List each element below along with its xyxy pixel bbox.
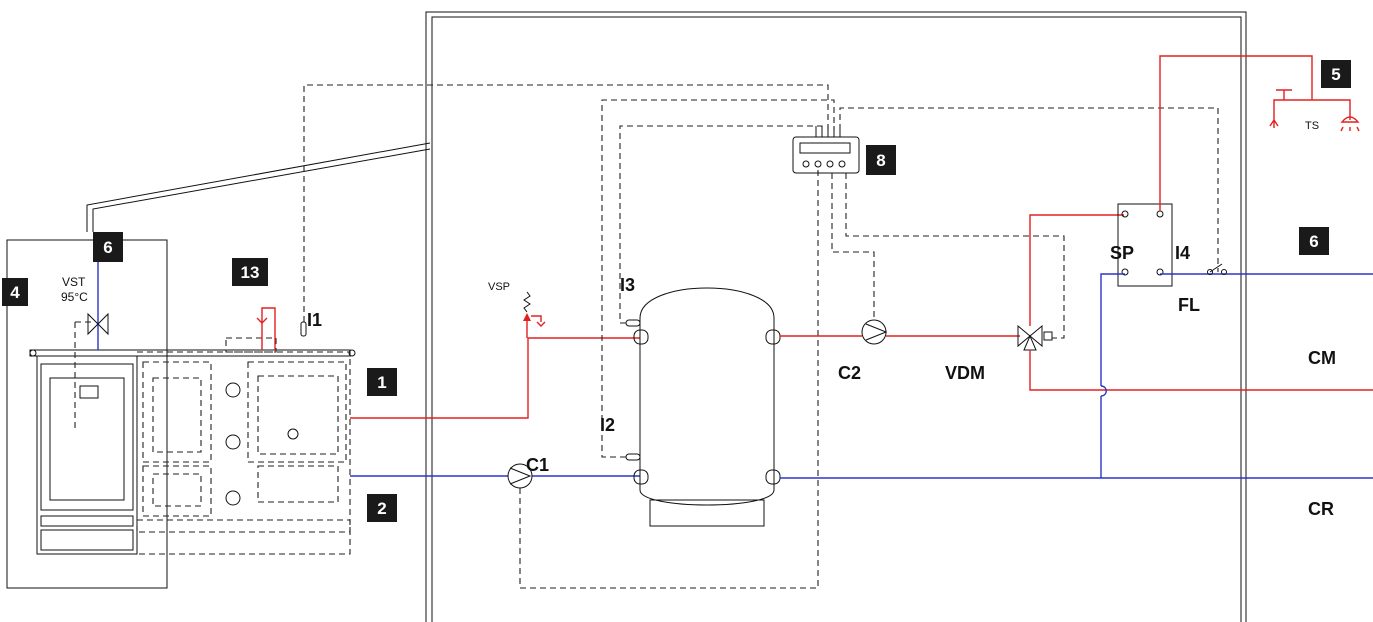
probe-i2-wire: [601, 99, 835, 458]
flow-switch-wire: [839, 107, 1219, 272]
label-sp: SP: [1110, 243, 1134, 263]
badge-6-left: 6: [93, 232, 123, 262]
flow-line-stove: [350, 337, 640, 419]
badge-8: 8: [866, 145, 896, 175]
flow-line-sp: [1029, 214, 1124, 326]
label-c1: C1: [526, 455, 549, 475]
flow-switch: [1207, 263, 1227, 275]
svg-text:6: 6: [1309, 232, 1318, 251]
dhw-taps: [1269, 89, 1360, 132]
svg-text:5: 5: [1331, 65, 1340, 84]
flow-line-cm: [1029, 350, 1373, 391]
valve-vsp: [523, 291, 546, 338]
badge-6-right: 6: [1299, 227, 1329, 255]
stove-vent: [256, 307, 276, 350]
flue-pipe: [86, 142, 431, 232]
controller: [792, 126, 860, 174]
label-vsp: VSP: [488, 281, 510, 293]
label-fl: FL: [1178, 295, 1200, 315]
label-vst-temp: 95°C: [61, 290, 88, 304]
label-c2: C2: [838, 363, 861, 383]
label-ts: TS: [1305, 120, 1319, 132]
label-cr: CR: [1308, 499, 1334, 519]
c2-control-wire: [831, 173, 875, 318]
svg-text:8: 8: [876, 151, 885, 170]
label-cm: CM: [1308, 348, 1336, 368]
stove-safety-valve: [75, 262, 109, 350]
label-vdm: VDM: [945, 363, 985, 383]
label-i4: I4: [1175, 243, 1190, 263]
probe-i1: [300, 84, 829, 337]
dhw-line: [1159, 55, 1313, 211]
probe-i3-wire: [619, 125, 823, 324]
mixing-valve-vdm: [1017, 324, 1053, 351]
svg-text:4: 4: [10, 283, 20, 302]
svg-text:13: 13: [241, 263, 260, 282]
stove-enclosure: [6, 239, 168, 589]
buffer-tank: [625, 287, 781, 527]
badge-4: 4: [2, 278, 28, 306]
svg-text:1: 1: [377, 373, 386, 392]
room-outline: [425, 11, 1247, 622]
label-i2: I2: [600, 415, 615, 435]
label-vst: VST: [62, 275, 86, 289]
badge-5: 5: [1321, 60, 1351, 88]
vdm-control-wire: [845, 173, 1065, 339]
c1-control-wire: [519, 170, 819, 589]
pump-c2: [861, 319, 888, 345]
svg-text:6: 6: [103, 238, 112, 257]
pipe-crossover: [1100, 385, 1107, 397]
sp-return-line: [1100, 273, 1125, 386]
badge-1: 1: [367, 368, 397, 396]
label-i3: I3: [620, 275, 635, 295]
badge-13: 13: [232, 258, 268, 286]
svg-text:2: 2: [377, 499, 386, 518]
badge-2: 2: [367, 494, 397, 522]
stove: [29, 322, 356, 555]
label-i1: I1: [307, 310, 322, 330]
